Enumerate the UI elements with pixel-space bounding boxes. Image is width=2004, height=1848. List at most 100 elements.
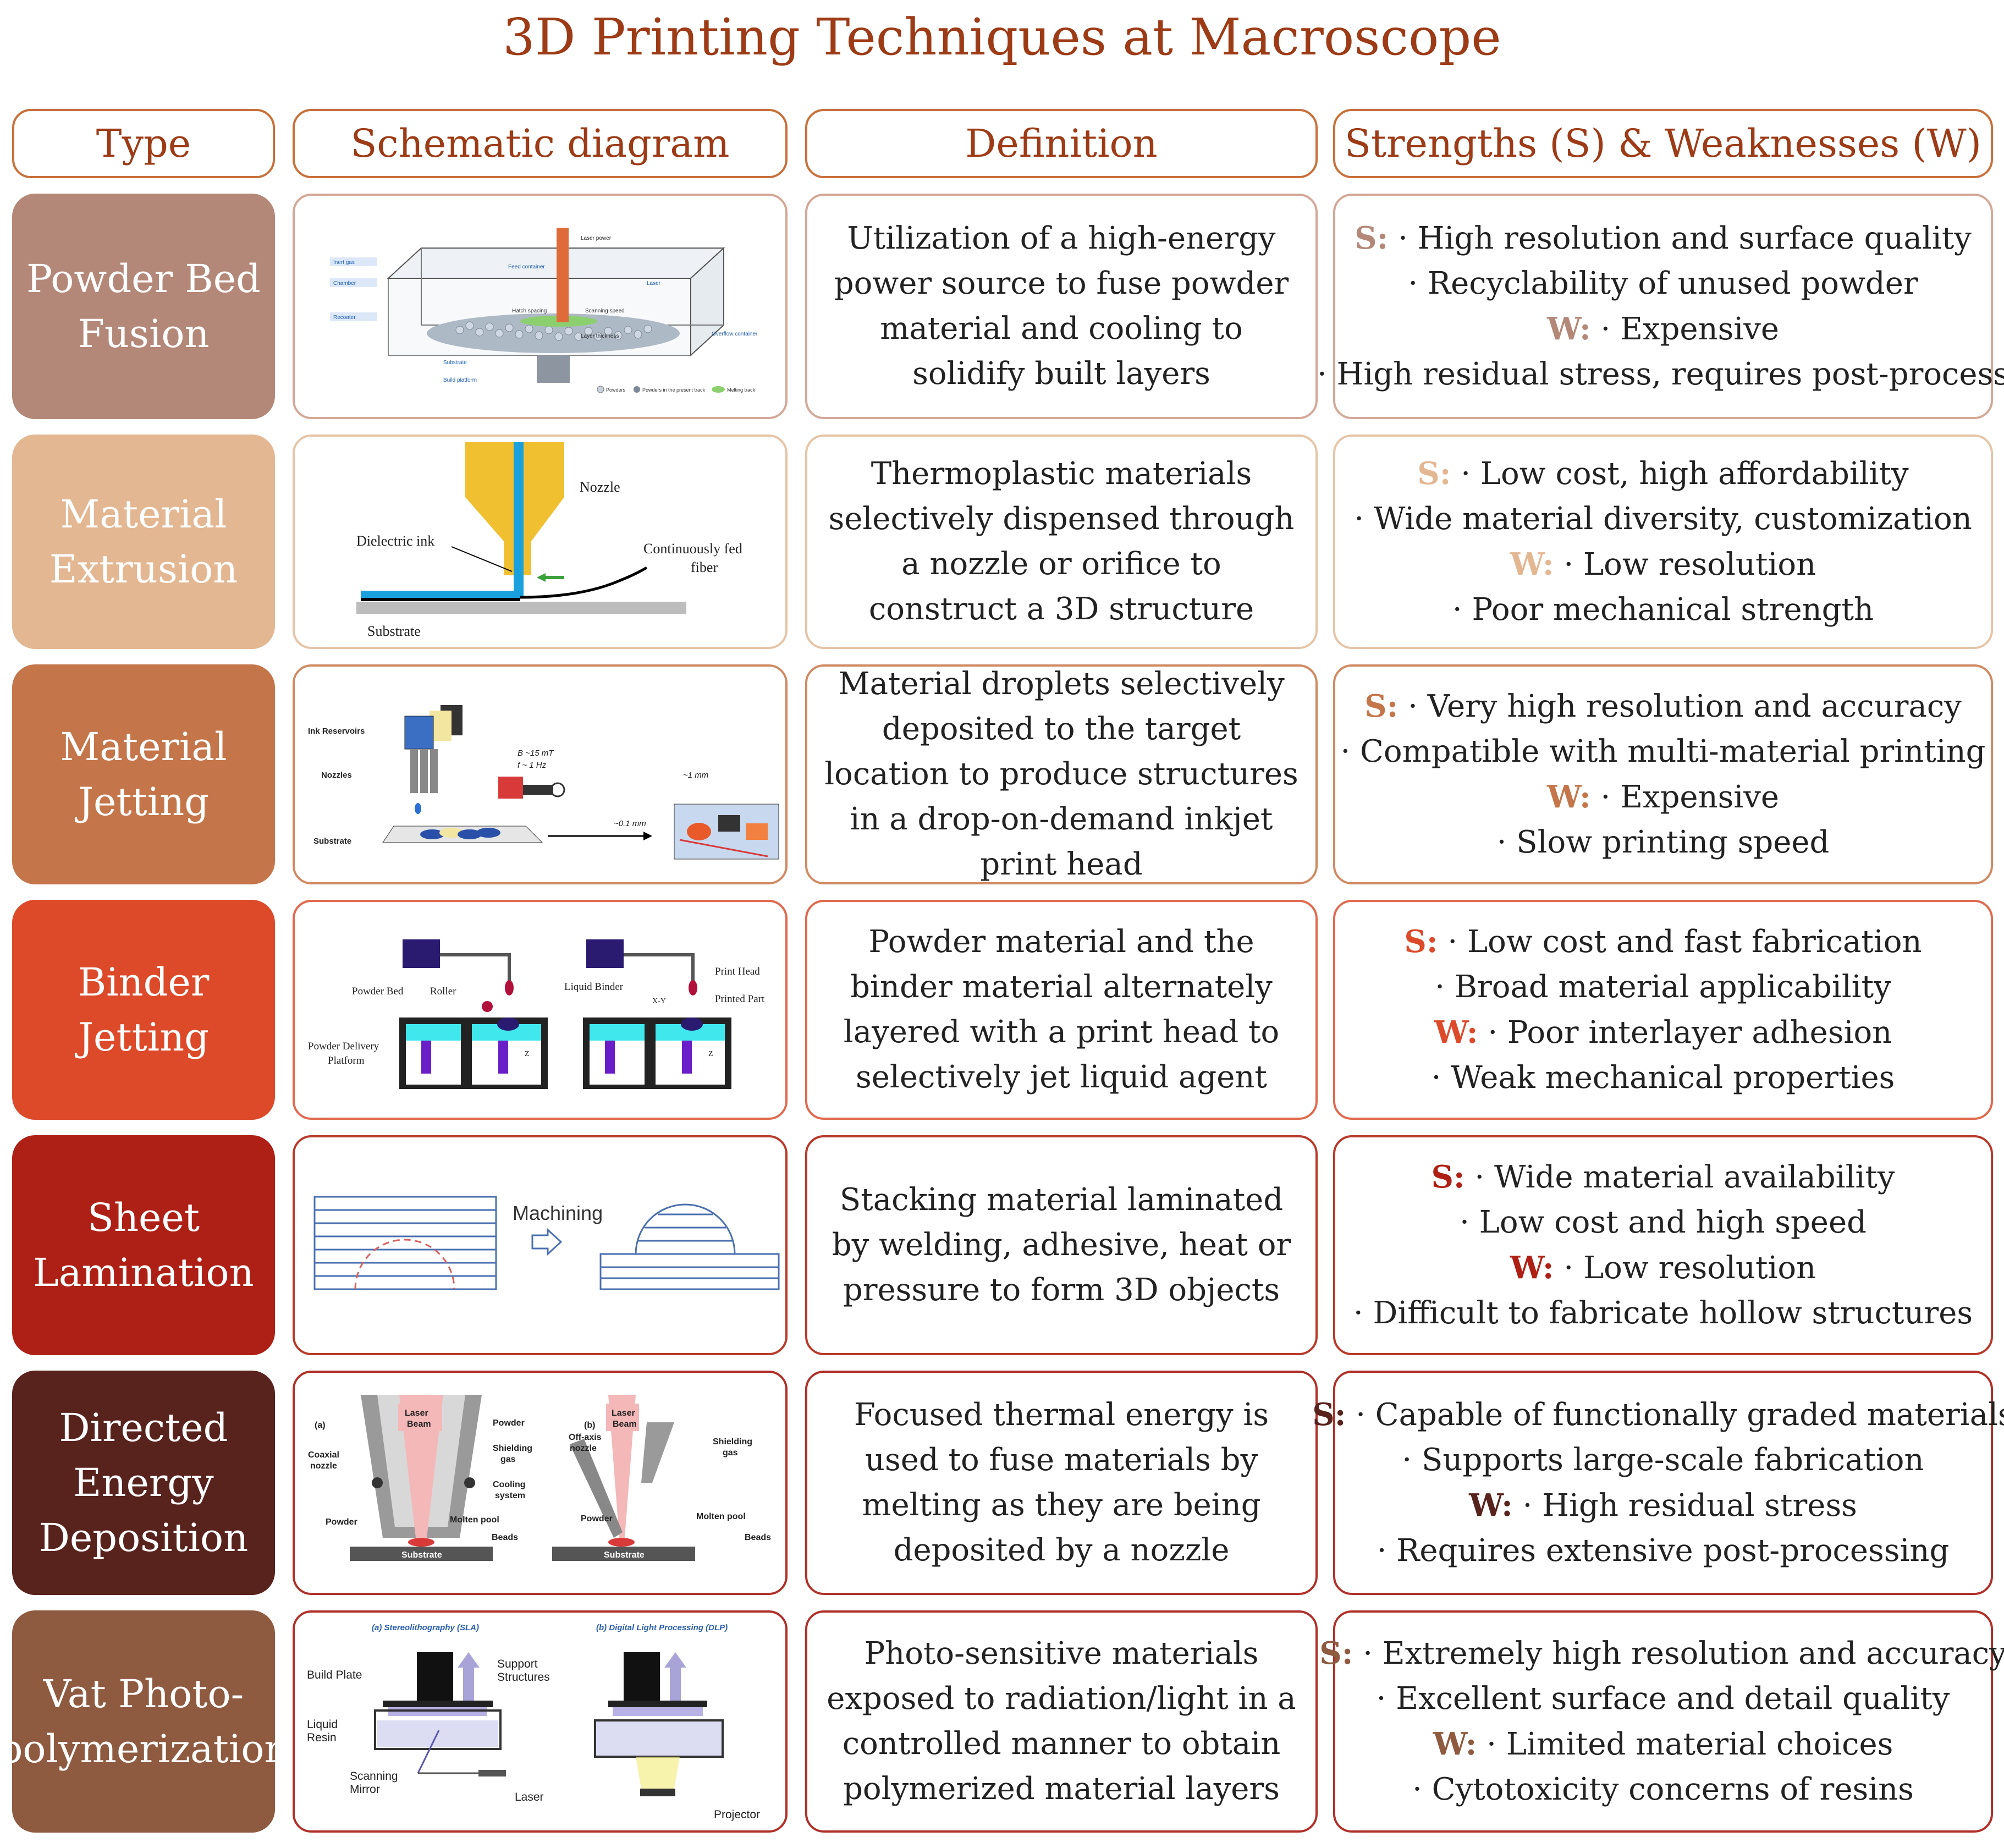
diagram-label: ~1 mm <box>683 771 708 780</box>
type-label: Vat Photo-polymerization <box>0 1610 289 1833</box>
diagram-label: ~0.1 mm <box>614 819 646 828</box>
strength-tag: S: <box>1417 455 1451 492</box>
diagram-label: Nozzle <box>580 479 620 495</box>
definition-text: Material droplets selectively deposited … <box>805 664 1318 884</box>
definition-text: Focused thermal energy is used to fuse m… <box>805 1371 1318 1595</box>
diagram-label: Beam <box>407 1420 431 1429</box>
strength-tag: S: <box>1355 220 1389 256</box>
type-label: Powder Bed Fusion <box>12 194 275 419</box>
strength-tag: S: <box>1319 1635 1353 1671</box>
binder-jetting-diagram: Powder Bed Roller Powder Delivery Platfo… <box>308 939 765 1089</box>
diagram-label: Powder <box>326 1517 357 1527</box>
weakness-tag: W: <box>1546 311 1591 347</box>
diagram-label: Feed container <box>508 264 545 270</box>
strengths-weaknesses: S: · Extremely high resolution and accur… <box>1319 1610 2004 1833</box>
diagram-label: Liquid Binder <box>564 981 624 993</box>
schematic-diagram: Ink Reservoirs Nozzles Substrate B ~15 m… <box>293 664 788 884</box>
diagram-label: Continuously fed <box>643 541 742 557</box>
diagram-label: Mirror <box>350 1783 380 1796</box>
weakness-item: · Poor interlayer adhesion <box>1488 1015 1892 1050</box>
page-title: 3D Printing Techniques at Macroscope <box>503 8 1501 67</box>
diagram-label: Beads <box>745 1533 771 1542</box>
strength-item: · Broad material applicability <box>1435 969 1891 1005</box>
sheet-lamination-diagram: Machining <box>313 1196 780 1290</box>
type-label: Material Jetting <box>12 664 275 884</box>
diagram-label: Layer thickness <box>581 333 619 339</box>
strength-item: · Capable of functionally graded materia… <box>1356 1397 2004 1433</box>
diagram-label: Platform <box>328 1055 365 1066</box>
diagram-label: system <box>495 1491 525 1500</box>
diagram-label: gas <box>723 1448 738 1458</box>
technique-row: Binder Jetting <box>0 900 2004 1120</box>
weakness-item: · Expensive <box>1600 311 1780 347</box>
diagram-label: Chamber <box>333 280 356 287</box>
header-strengths-weaknesses: Strengths (S) & Weaknesses (W) <box>1333 109 1993 178</box>
diagram-label: Laser <box>405 1409 428 1418</box>
diagram-label: Laser <box>515 1791 544 1803</box>
material-extrusion-diagram: Nozzle Dielectric ink Continuously fed f… <box>356 442 742 639</box>
diagram-label: Beam <box>613 1420 637 1429</box>
diagram-label: Structures <box>497 1671 550 1684</box>
schematic-diagram: Inert gas Chamber Recoater Laser power F… <box>293 194 788 419</box>
weakness-item: · Poor mechanical strength <box>1452 592 1874 628</box>
strength-item: · Extremely high resolution and accuracy <box>1363 1636 2004 1671</box>
technique-row: Material Jetting Ink Re <box>0 664 2004 884</box>
diagram-label: Substrate <box>367 623 421 639</box>
diagram-label: Ink Reservoirs <box>308 727 365 736</box>
diagram-label: f ~ 1 Hz <box>517 761 547 770</box>
weakness-tag: W: <box>1434 1014 1478 1050</box>
strengths-weaknesses: S: · Capable of functionally graded mate… <box>1312 1371 2004 1595</box>
weakness-item: · Difficult to fabricate hollow structur… <box>1353 1295 1973 1331</box>
schematic-diagram: (a) Laser Beam Powder Coaxial nozzle Shi… <box>293 1371 788 1595</box>
diagram-label: Recoater <box>333 315 356 321</box>
technique-row: Directed Energy Deposition (a) Laser Bea… <box>0 1371 2004 1595</box>
strength-item: · Low cost, high affordability <box>1461 456 1909 492</box>
type-label: Directed Energy Deposition <box>12 1371 275 1595</box>
diagram-label: Powder <box>493 1418 525 1428</box>
diagram-label: Laser <box>612 1409 635 1418</box>
diagram-label: Inert gas <box>333 260 355 266</box>
weakness-item: · Weak mechanical properties <box>1431 1060 1895 1096</box>
diagram-label: Machining <box>513 1202 603 1224</box>
weakness-item: · Low resolution <box>1563 1250 1816 1286</box>
diagram-label: Hatch spacing <box>512 308 547 314</box>
diagram-label: Roller <box>430 986 456 997</box>
diagram-label: Cooling <box>493 1480 526 1489</box>
diagram-label: Dielectric ink <box>356 533 434 549</box>
weakness-tag: W: <box>1433 1726 1477 1762</box>
diagram-label: Print Head <box>715 966 760 977</box>
header-schematic-diagram: Schematic diagram <box>293 109 788 178</box>
diagram-label: Z <box>708 1050 713 1058</box>
diagram-label: Nozzles <box>321 771 352 780</box>
strength-tag: S: <box>1404 923 1438 960</box>
definition-text: Powder material and the binder material … <box>805 900 1318 1120</box>
legend-label: Powders <box>606 387 626 393</box>
diagram-label: nozzle <box>310 1461 337 1471</box>
weakness-tag: W: <box>1510 546 1554 582</box>
strength-item: · High resolution and surface quality <box>1398 221 1972 256</box>
strength-tag: S: <box>1431 1159 1465 1195</box>
definition-text: Stacking material laminated by welding, … <box>805 1135 1318 1355</box>
type-label: Binder Jetting <box>12 900 275 1120</box>
diagram-label: Laser power <box>581 235 612 241</box>
diagram-label: Beads <box>492 1533 518 1542</box>
schematic-diagram: (a) Stereolithography (SLA) (b) Digital … <box>293 1610 788 1833</box>
schematic-diagram: Machining <box>293 1135 788 1355</box>
schematic-diagram: Powder Bed Roller Powder Delivery Platfo… <box>293 900 788 1120</box>
strength-tag: S: <box>1364 688 1399 724</box>
diagram-label: Build Plate <box>307 1669 362 1681</box>
diagram-label: Support <box>497 1658 538 1670</box>
powder-bed-fusion-diagram: Inert gas Chamber Recoater Laser power F… <box>330 228 758 393</box>
diagram-label: (b) Digital Light Processing (DLP) <box>596 1623 728 1632</box>
diagram-label: gas <box>500 1455 516 1464</box>
diagram-label: Shielding <box>713 1437 752 1447</box>
weakness-tag: W: <box>1546 779 1591 815</box>
diagram-label: Powder Bed <box>352 986 404 997</box>
strengths-weaknesses: S: · Low cost and fast fabrication · Bro… <box>1333 900 1993 1120</box>
diagram-label: Molten pool <box>696 1512 746 1521</box>
header-type: Type <box>12 109 275 178</box>
strength-item: · Wide material availability <box>1474 1159 1895 1195</box>
diagram-label: Coaxial <box>308 1450 339 1460</box>
technique-row: Sheet Lamination Machining Stacking m <box>0 1135 2004 1355</box>
diagram-label: Laser <box>647 280 661 287</box>
